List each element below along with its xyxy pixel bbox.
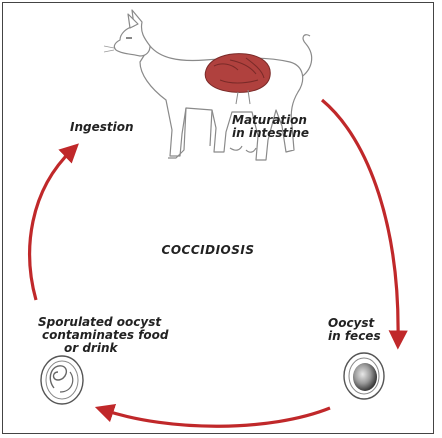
arrow-oocyst-to-sporulated	[104, 408, 330, 426]
maturation-label-line1: Maturation	[232, 113, 307, 127]
coccidiosis-title: COCCIDIOSIS	[162, 243, 255, 257]
oocyst-cell	[344, 353, 384, 399]
ingestion-label: Ingestion	[70, 120, 134, 134]
sporulated-oocyst-cell	[41, 356, 83, 404]
oocyst-label-line2: in feces	[328, 329, 381, 343]
arrow-sporulated-to-ingestion	[30, 150, 72, 300]
arrow-maturation-to-oocyst	[322, 100, 398, 340]
sporulated-label-line1: Sporulated oocyst	[38, 315, 162, 329]
sporulated-label-line2: contaminates food	[42, 328, 169, 342]
sporulated-label-line3: or drink	[64, 341, 119, 355]
maturation-label-line2: in intestine	[232, 126, 309, 140]
oocyst-label-line1: Oocyst	[328, 316, 376, 330]
